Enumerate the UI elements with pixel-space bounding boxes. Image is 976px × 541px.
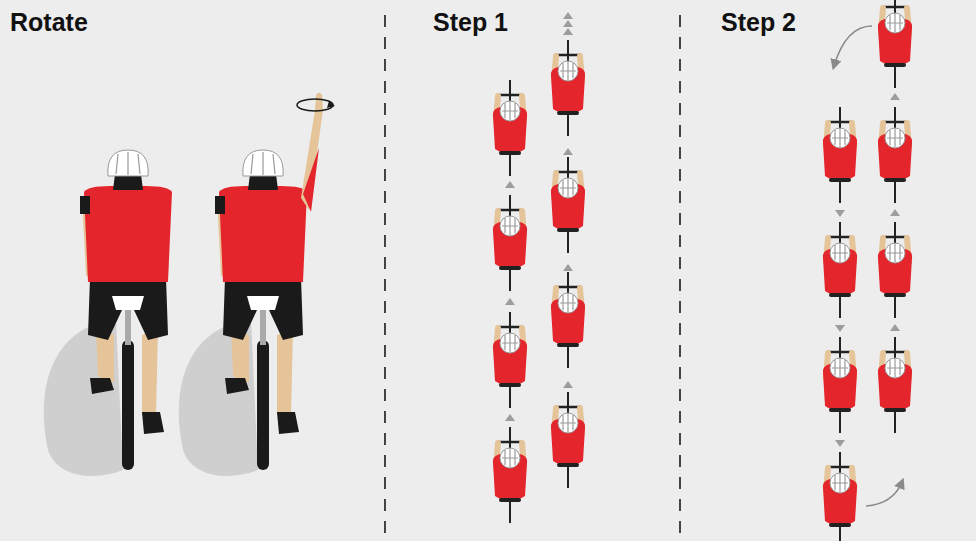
panel-heading: Step 1 — [433, 7, 508, 37]
step-one-riders — [493, 12, 585, 523]
panel-heading: Rotate — [10, 7, 88, 37]
step-two-riders — [823, 0, 912, 541]
panel-divider — [679, 15, 681, 541]
panel-divider — [384, 15, 386, 541]
panel-heading: Step 2 — [721, 7, 796, 37]
rear-view-riders — [44, 93, 335, 476]
